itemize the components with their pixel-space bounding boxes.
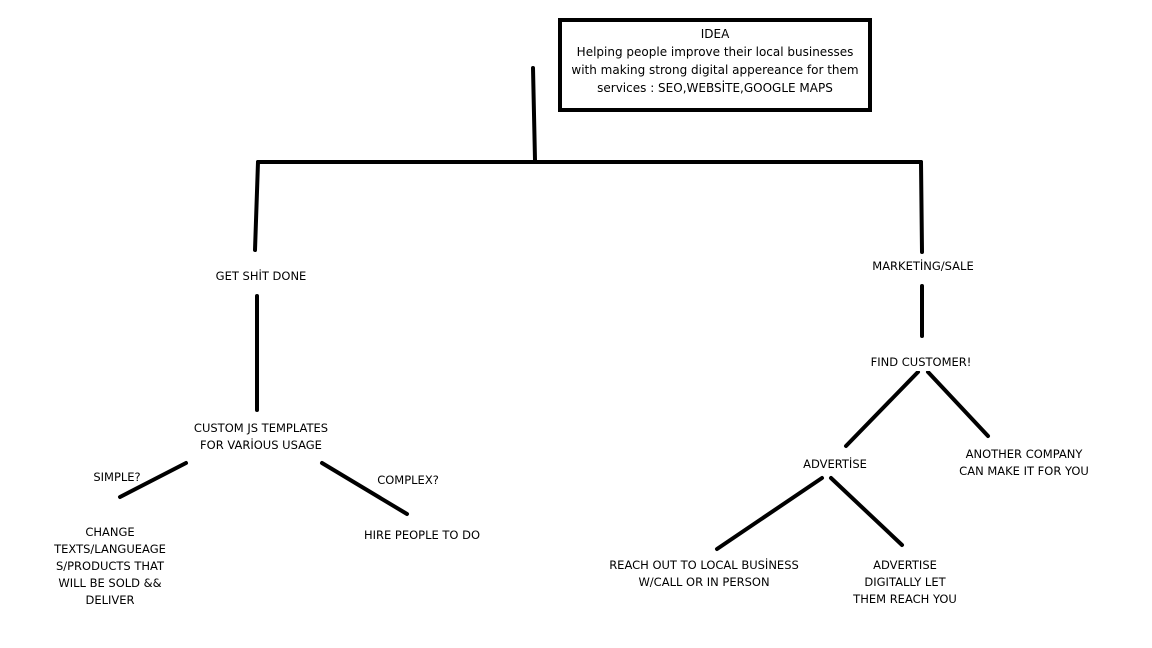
node-advertise-digitally: ADVERTISE DIGITALLY LET THEM REACH YOU: [842, 557, 968, 608]
line-find-to-another: [926, 370, 990, 438]
line-advertise-to-digital: [829, 476, 904, 547]
node-simple: SIMPLE?: [93, 470, 141, 484]
line-templates-to-complex: [320, 461, 409, 516]
node-custom-templates: CUSTOM JS TEMPLATES FOR VARİOUS USAGE: [176, 420, 346, 454]
line-idea-down: [531, 66, 537, 162]
node-marketing-sale: MARKETİNG/SALE: [862, 258, 984, 275]
node-find-customer: FIND CUSTOMER!: [860, 354, 982, 371]
line-right-drop: [919, 160, 924, 254]
node-hire-people: HIRE PEOPLE TO DO: [352, 527, 492, 544]
node-complex: COMPLEX?: [377, 473, 439, 487]
node-another-company: ANOTHER COMPANY CAN MAKE IT FOR YOU: [946, 446, 1102, 480]
line-left-drop: [253, 160, 260, 252]
idea-box: IDEA Helping people improve their local …: [558, 18, 872, 112]
node-advertise: ADVERTİSE: [790, 456, 880, 473]
idea-line-2: with making strong digital appereance fo…: [571, 63, 859, 77]
node-reach-out: REACH OUT TO LOCAL BUSİNESS W/CALL OR IN…: [598, 557, 810, 591]
node-get-done: GET SHİT DONE: [200, 268, 322, 285]
node-change: CHANGE TEXTS/LANGUEAGE S/PRODUCTS THAT W…: [40, 524, 180, 609]
line-find-to-advertise: [844, 370, 920, 448]
line-advertise-to-reach: [715, 476, 824, 551]
idea-line-3: services : SEO,WEBSİTE,GOOGLE MAPS: [597, 81, 833, 95]
idea-title: IDEA: [700, 27, 730, 41]
line-templates-to-simple: [118, 461, 188, 499]
idea-line-1: Helping people improve their local busin…: [576, 45, 854, 59]
